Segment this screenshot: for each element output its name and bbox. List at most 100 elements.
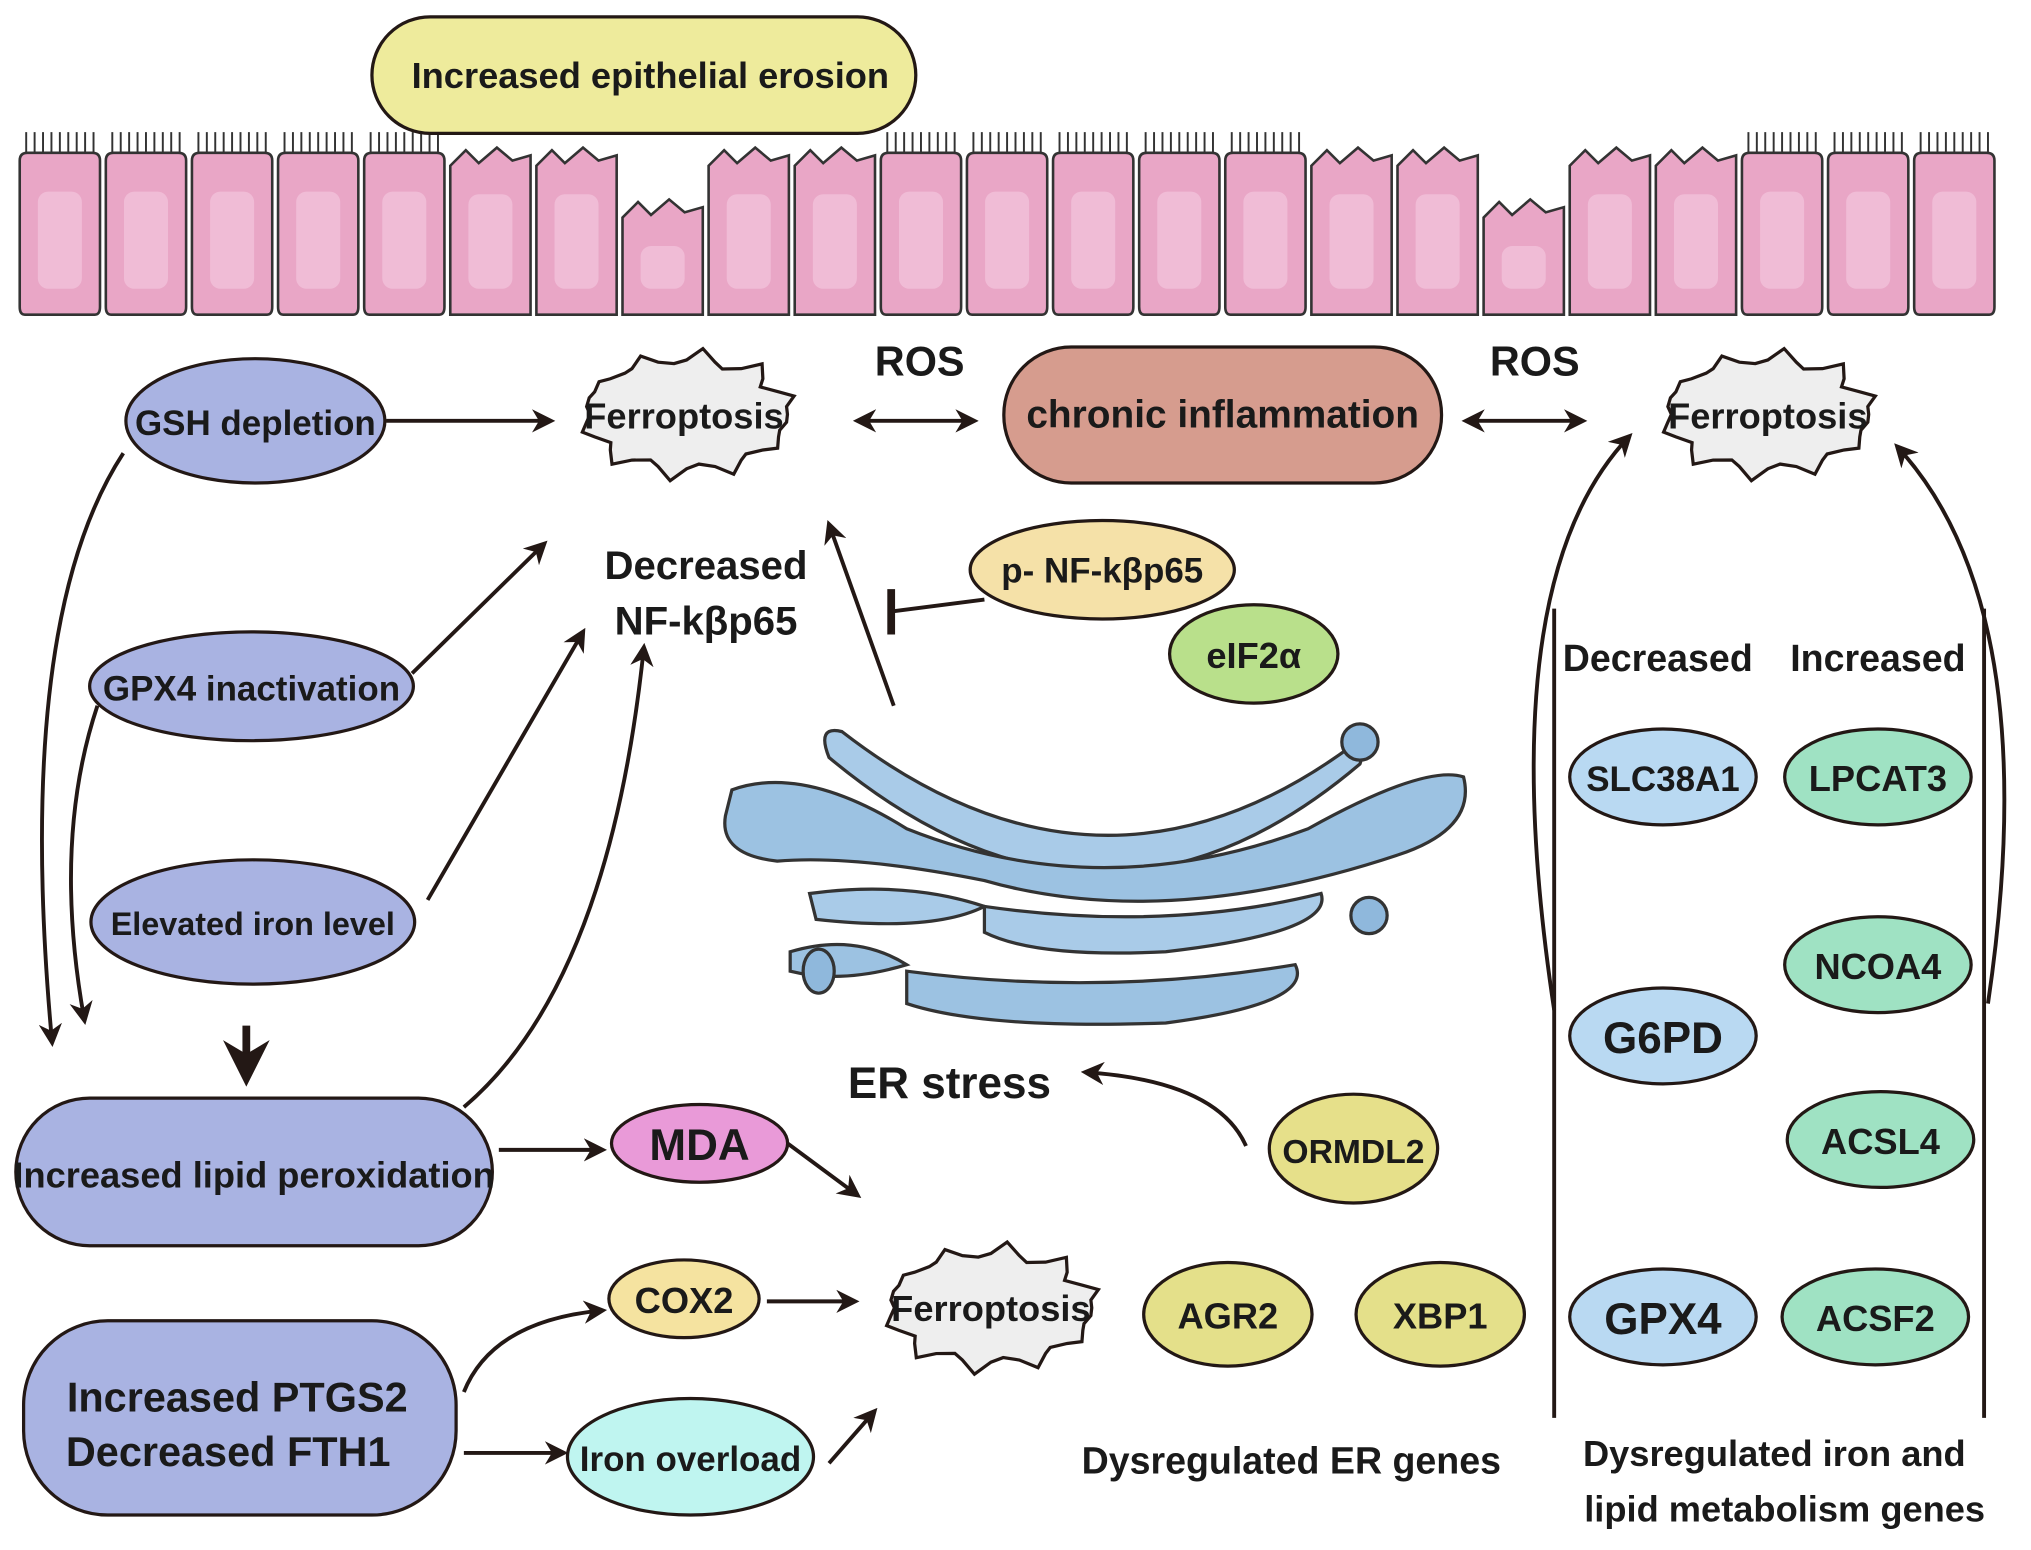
- microvilli: [886, 132, 956, 153]
- cell-cytoplasm: [37, 191, 82, 289]
- er-stress-label: ER stress: [848, 1059, 1051, 1108]
- svg-text:Ferroptosis: Ferroptosis: [1668, 396, 1867, 437]
- ferroptosis-burst-left: Ferroptosis: [580, 346, 797, 483]
- arrow-er-to-ferroptosis: [824, 520, 896, 707]
- cell-cytoplasm: [1243, 191, 1288, 289]
- decreased-nfkb-line2: NF-kβp65: [615, 599, 798, 644]
- gsh-depletion-node: GSH depletion: [124, 357, 387, 485]
- arrow-iron-overload-to-ferroptosis: [827, 1407, 878, 1465]
- cell-cytoplasm: [554, 194, 599, 289]
- svg-text:p- NF-kβp65: p- NF-kβp65: [1001, 552, 1203, 591]
- cell-cytoplasm: [296, 191, 341, 289]
- svg-text:chronic inflammation: chronic inflammation: [1026, 393, 1419, 436]
- microvilli: [111, 132, 181, 153]
- epithelial-erosion-label: Increased epithelial erosion: [370, 15, 918, 135]
- gpx4-inactivation-node: GPX4 inactivation: [88, 630, 415, 743]
- cell-cytoplasm: [1846, 191, 1891, 289]
- cell-cytoplasm: [1932, 191, 1977, 289]
- mda-node: MDA: [609, 1102, 790, 1184]
- gene-slc38a1: SLC38A1: [1568, 727, 1758, 827]
- agr2-node: AGR2: [1142, 1260, 1314, 1368]
- gene-caption-line1: Dysregulated iron and: [1583, 1433, 1966, 1474]
- svg-text:XBP1: XBP1: [1393, 1296, 1488, 1337]
- svg-text:Decreased FTH1: Decreased FTH1: [66, 1428, 391, 1475]
- increased-header: Increased: [1790, 637, 1965, 679]
- epithelium-layer: [18, 132, 1996, 316]
- microvilli: [1230, 132, 1301, 153]
- gene-g6pd: G6PD: [1568, 986, 1758, 1086]
- svg-text:Ferroptosis: Ferroptosis: [584, 396, 783, 437]
- microvilli: [1833, 132, 1903, 153]
- cell-cytoplasm: [123, 191, 168, 289]
- cell-cytoplasm: [210, 191, 255, 289]
- cell-cytoplasm: [1415, 194, 1460, 289]
- cell-cytoplasm: [1587, 194, 1632, 289]
- cell-cytoplasm: [726, 194, 771, 289]
- cell-cytoplasm: [1157, 191, 1202, 289]
- arrow-gpx4-to-nfkb: [410, 540, 548, 675]
- cell-cytoplasm: [898, 191, 943, 289]
- elevated-iron-node: Elevated iron level: [89, 858, 417, 986]
- microvilli: [283, 132, 353, 153]
- arrow-lipid-to-nfkb: [462, 642, 654, 1109]
- arrow-genes-to-ferroptosis-right: [1894, 443, 2007, 1004]
- svg-text:Increased PTGS2: Increased PTGS2: [67, 1373, 408, 1420]
- chronic-inflammation-node: chronic inflammation: [1002, 345, 1444, 485]
- microvilli: [1058, 132, 1128, 153]
- svg-text:MDA: MDA: [649, 1121, 749, 1170]
- cell-cytoplasm: [468, 194, 513, 289]
- arrow-ptgs2-to-cox2: [462, 1300, 608, 1393]
- gene-acsf2: ACSF2: [1780, 1267, 1971, 1367]
- eif2a-node: eIF2α: [1167, 603, 1340, 705]
- cell-cytoplasm: [1760, 191, 1805, 289]
- svg-text:ORMDL2: ORMDL2: [1282, 1134, 1424, 1171]
- arrow-iron-to-nfkb: [425, 627, 586, 901]
- cell-cytoplasm: [382, 191, 427, 289]
- cell-cytoplasm: [1071, 191, 1116, 289]
- cell-cytoplasm: [812, 194, 857, 289]
- svg-text:Ferroptosis: Ferroptosis: [891, 1288, 1090, 1329]
- ros-label-right: ROS: [1490, 338, 1580, 385]
- svg-text:G6PD: G6PD: [1603, 1014, 1723, 1063]
- svg-text:SLC38A1: SLC38A1: [1586, 760, 1739, 799]
- svg-text:GPX4: GPX4: [1604, 1295, 1722, 1344]
- svg-text:Iron overload: Iron overload: [580, 1440, 801, 1479]
- microvilli: [1919, 132, 1989, 153]
- gene-caption-line2: lipid metabolism genes: [1584, 1489, 1985, 1530]
- cell-cytoplasm: [1329, 194, 1374, 289]
- inhibition-pnfkb: [893, 597, 985, 614]
- svg-text:GPX4 inactivation: GPX4 inactivation: [103, 670, 400, 709]
- svg-text:Elevated iron level: Elevated iron level: [111, 906, 395, 942]
- cox2-node: COX2: [607, 1258, 761, 1340]
- cell-cytoplasm: [1673, 194, 1718, 289]
- arrow-gsh-to-lipid: [38, 452, 125, 1048]
- arrow-gpx4-to-lipid: [69, 705, 100, 1025]
- svg-text:GSH depletion: GSH depletion: [135, 404, 376, 443]
- xbp1-node: XBP1: [1354, 1260, 1527, 1368]
- decreased-header: Decreased: [1563, 637, 1753, 679]
- iron-overload-node: Iron overload: [565, 1396, 816, 1517]
- ros-label-left: ROS: [875, 338, 965, 385]
- ferroptosis-burst-bottom: Ferroptosis: [884, 1239, 1102, 1377]
- gene-gpx4: GPX4: [1568, 1267, 1758, 1367]
- er-genes-caption: Dysregulated ER genes: [1082, 1440, 1501, 1482]
- ferroptosis-burst-right: Ferroptosis: [1661, 346, 1878, 483]
- svg-text:NCOA4: NCOA4: [1814, 946, 1941, 987]
- microvilli: [972, 132, 1042, 153]
- ptgs2-fth1-node: Increased PTGS2 Decreased FTH1: [21, 1319, 458, 1517]
- lipid-peroxidation-node: Increased lipid peroxidation: [13, 1096, 495, 1248]
- microvilli: [25, 132, 95, 153]
- svg-text:COX2: COX2: [635, 1280, 734, 1321]
- ormdl2-node: ORMDL2: [1267, 1092, 1440, 1205]
- svg-text:AGR2: AGR2: [1178, 1296, 1279, 1337]
- epithelial-erosion-text: Increased epithelial erosion: [412, 55, 889, 96]
- arrow-ormdl2-to-er-stress: [1080, 1061, 1248, 1147]
- gene-lpcat3: LPCAT3: [1783, 727, 1973, 827]
- svg-text:ACSF2: ACSF2: [1816, 1298, 1935, 1339]
- svg-text:eIF2α: eIF2α: [1206, 635, 1301, 676]
- cell-cytoplasm: [1501, 246, 1546, 289]
- cell-cytoplasm: [640, 246, 685, 289]
- microvilli: [1747, 132, 1817, 153]
- svg-text:ACSL4: ACSL4: [1821, 1121, 1940, 1162]
